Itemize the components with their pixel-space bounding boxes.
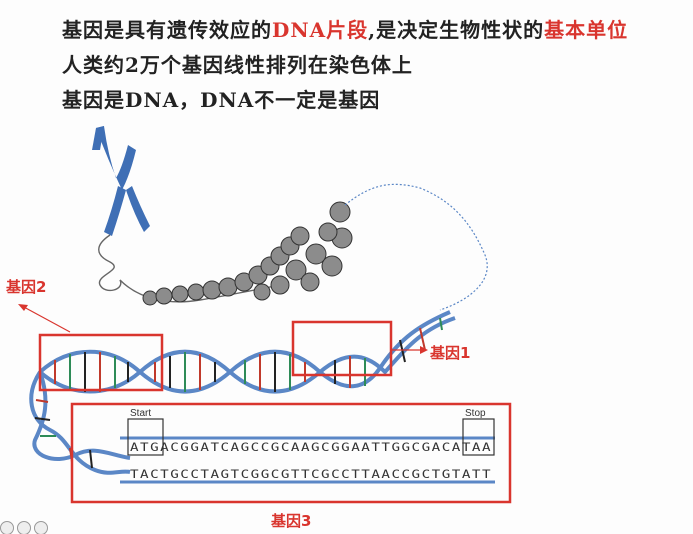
- dna-thread: [344, 183, 488, 311]
- sequence-top: ATGACGGATCAGCCGCAAGCGGAATTGGCGACATAA: [130, 440, 492, 454]
- sequence-bottom: TACTGCCTAGTCGGCGTTCGCCTTAACCGCTGTATT: [130, 467, 492, 481]
- nucleosome-beads-icon: [142, 201, 353, 306]
- text-line-3: 基因是DNA，DNA不一定是基因: [62, 88, 381, 112]
- gene3-label: 基因3: [271, 512, 312, 530]
- double-helix-icon: [29, 310, 456, 475]
- gene2-label: 基因2: [6, 278, 47, 296]
- gene3-box: [70, 402, 512, 504]
- gene1-label: 基因1: [430, 344, 471, 362]
- menu-icon[interactable]: [34, 521, 48, 534]
- text-line-1: 基因是具有遗传效应的DNA片段,是决定生物性状的基本单位: [62, 14, 628, 43]
- back-icon[interactable]: [0, 521, 14, 534]
- gene-diagram: Start Stop ATGACGGATCAGCCGCAAGCGGAATTGGC…: [18, 126, 512, 504]
- stop-codon-box: [462, 418, 495, 456]
- forward-icon[interactable]: [17, 521, 31, 534]
- gene2-box: [38, 333, 164, 392]
- line1-basic-unit: 基本单位: [544, 18, 629, 42]
- stop-label: Stop: [465, 408, 486, 419]
- line1-dna-fragment: DNA片段: [272, 18, 369, 42]
- start-label: Start: [130, 408, 151, 419]
- start-codon-box: [127, 418, 164, 456]
- line1-part-a: 基因是具有遗传效应的: [62, 18, 272, 42]
- text-line-2: 人类约2万个基因线性排列在染色体上: [62, 53, 413, 77]
- player-controls: [0, 521, 48, 534]
- line1-part-c: ,是决定生物性状的: [368, 18, 545, 42]
- gene1-box: [291, 320, 393, 377]
- chromosome-icon: [92, 126, 150, 236]
